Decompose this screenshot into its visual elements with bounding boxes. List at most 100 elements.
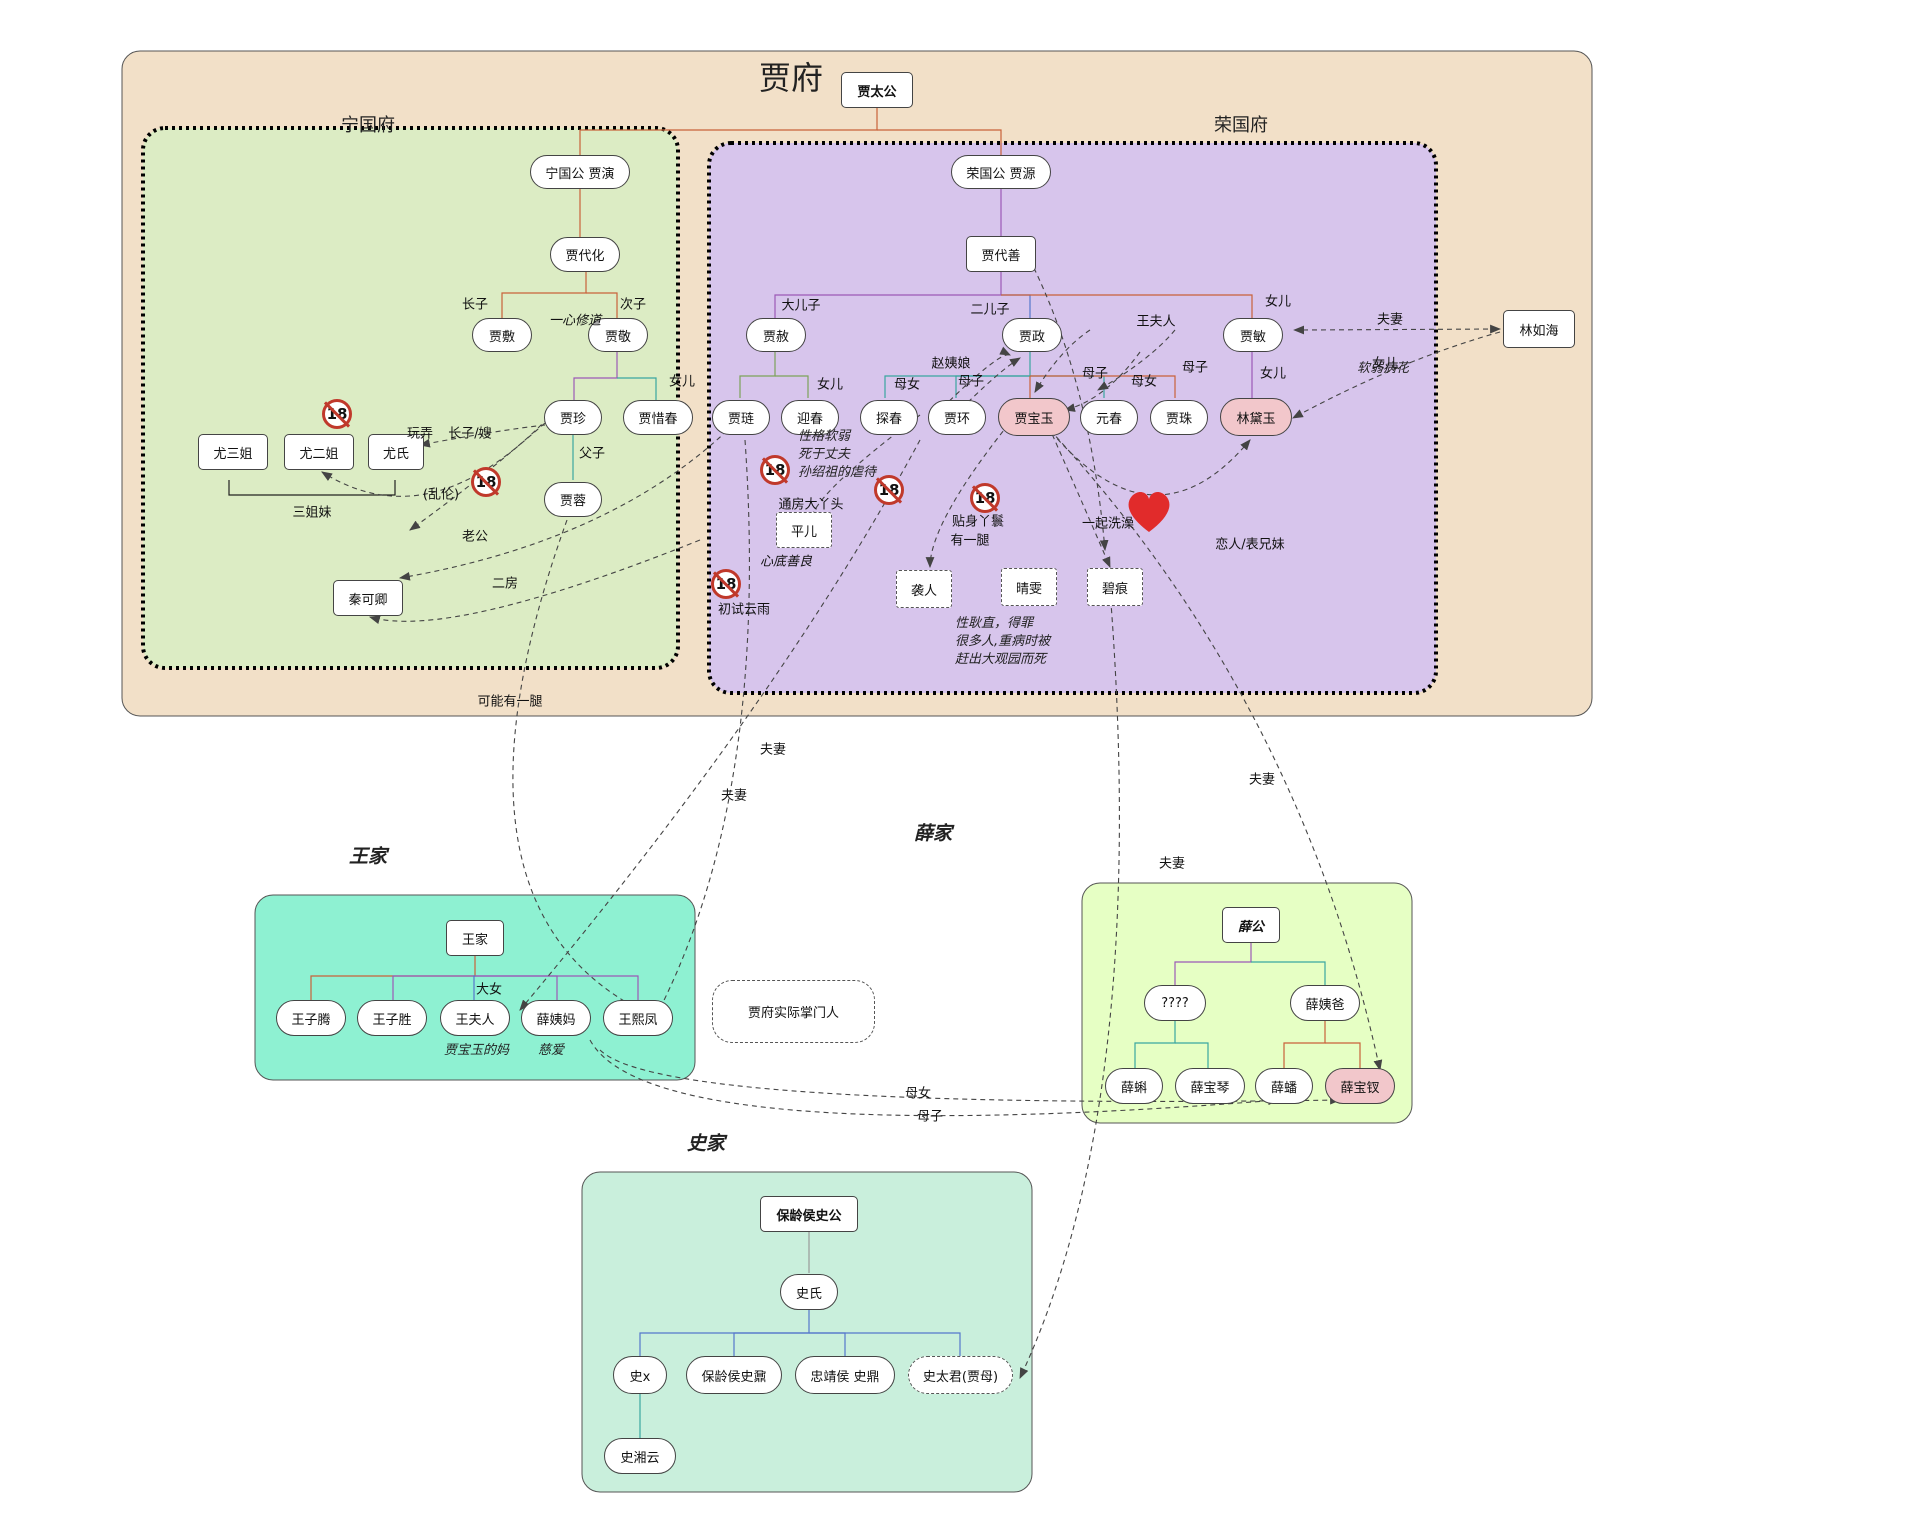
node-xuepan[interactable]: 薛蟠 <box>1255 1068 1313 1104</box>
tree-connector <box>639 1310 810 1356</box>
node-tanchun[interactable]: 探春 <box>860 400 918 435</box>
node-wangziteng[interactable]: 王子腾 <box>276 1000 346 1036</box>
node-shiding[interactable]: 忠靖侯 史鼎 <box>795 1356 895 1394</box>
node-jiataigong[interactable]: 贾太公 <box>841 72 913 108</box>
node-youerjie[interactable]: 尤二姐 <box>284 434 354 470</box>
node-jiamin[interactable]: 贾敏 <box>1223 318 1283 352</box>
note-line: 性耿直，得罪 <box>955 616 1034 631</box>
node-qingwen[interactable]: 晴雯 <box>1001 568 1057 606</box>
adult-18-icon: 18 <box>760 455 790 485</box>
node-yuanchun[interactable]: 元春 <box>1080 400 1138 435</box>
edge-label-tieshen: 贴身丫鬟 <box>951 514 1005 530</box>
node-jiaxichun[interactable]: 贾惜春 <box>623 400 693 435</box>
node-daiyu[interactable]: 林黛玉 <box>1220 398 1292 436</box>
node-rongguogong[interactable]: 荣国公 贾源 <box>951 155 1051 189</box>
group-shi-box <box>581 1171 1033 1493</box>
note-qingwen_note: 性耿直，得罪很多人,重病时被赶出大观园而死 <box>955 615 1050 669</box>
node-bihen[interactable]: 碧痕 <box>1087 568 1143 606</box>
adult-18-icon: 18 <box>322 399 352 429</box>
relation-arrow <box>398 417 741 581</box>
node-jiadaishan[interactable]: 贾代善 <box>966 236 1036 272</box>
tree-connector <box>775 375 809 398</box>
node-jiarong[interactable]: 贾蓉 <box>544 482 602 517</box>
node-jiadaihua[interactable]: 贾代化 <box>550 237 620 272</box>
tree-connector <box>809 1332 961 1356</box>
group-xue-box <box>1081 882 1413 1124</box>
adult-18-icon: 18 <box>471 467 501 497</box>
edge-label-yixinxiudao: 一心修道 <box>548 313 602 329</box>
tree-connector <box>617 377 657 400</box>
group-ningguo-box <box>141 126 680 670</box>
edge-label-dapaoerzi: 大儿子 <box>781 298 821 314</box>
node-shishi[interactable]: 史氏 <box>780 1274 838 1310</box>
node-jiajing[interactable]: 贾敬 <box>588 318 648 352</box>
node-xuegong[interactable]: 薛公 <box>1222 907 1280 943</box>
node-jiazhen[interactable]: 贾珍 <box>544 400 602 435</box>
tree-connector <box>475 975 639 1000</box>
node-xuebaoqin[interactable]: 薛宝琴 <box>1175 1068 1245 1104</box>
node-unknown[interactable]: ???? <box>1144 985 1206 1021</box>
node-shitaijun[interactable]: 史太君(贾母) <box>908 1356 1013 1394</box>
node-jiashe[interactable]: 贾赦 <box>746 318 806 352</box>
group-title-rongguo: 荣国府 <box>1214 115 1268 136</box>
node-pinger[interactable]: 平儿 <box>776 512 832 548</box>
node-xueyiba[interactable]: 薛姨爸 <box>1290 985 1360 1021</box>
node-jialian[interactable]: 贾琏 <box>712 400 770 435</box>
edge-label-zhaoyiniang: 赵姨娘 <box>931 356 971 372</box>
edge-label-nuer_jiamin: 女儿 <box>1264 294 1292 310</box>
node-yousanjie[interactable]: 尤三姐 <box>198 434 268 470</box>
node-wangzisheng[interactable]: 王子胜 <box>357 1000 427 1036</box>
edge-label-fuqi_c: 夫妻 <box>1248 772 1276 788</box>
node-xueke[interactable]: 薛蝌 <box>1105 1068 1163 1104</box>
edge-label-xindishanliang: 心底善良 <box>759 554 813 570</box>
node-jiahuan[interactable]: 贾环 <box>928 400 986 435</box>
edge-label-munu2: 母女 <box>1130 374 1158 390</box>
tree-connector <box>1251 961 1326 985</box>
tree-connector <box>586 292 618 318</box>
node-baolinghou[interactable]: 保龄侯史公 <box>760 1196 858 1232</box>
node-xiangyun[interactable]: 史湘云 <box>604 1438 676 1474</box>
edge-label-kenengyouyitui: 可能有一腿 <box>477 694 543 710</box>
edge-label-fuqi_b: 夫妻 <box>720 788 748 804</box>
node-wangfuren[interactable]: 王夫人 <box>440 1000 510 1036</box>
node-shix[interactable]: 史x <box>613 1356 667 1394</box>
tree-connector <box>473 975 475 1000</box>
relation-arrow <box>1034 329 1091 393</box>
tree-connector <box>1001 294 1253 318</box>
edge-label-erfang: 二房 <box>491 576 519 592</box>
relation-arrow <box>409 422 546 531</box>
node-baochai[interactable]: 薛宝钗 <box>1325 1068 1395 1104</box>
tree-connector <box>1030 375 1176 398</box>
tree-connector <box>501 272 587 318</box>
edge-label-chushiyunyu: 初试云雨 <box>717 602 771 618</box>
edge-label-erzi: 二儿子 <box>970 302 1010 318</box>
node-ningguogong[interactable]: 宁国公 贾演 <box>530 155 630 189</box>
relation-arrow <box>519 439 921 1011</box>
node-linruhai[interactable]: 林如海 <box>1503 310 1575 348</box>
node-yingchun[interactable]: 迎春 <box>781 400 839 435</box>
node-youshi[interactable]: 尤氏 <box>368 434 424 470</box>
node-baoyu[interactable]: 贾宝玉 <box>998 398 1070 436</box>
node-jiafu_[interactable]: 贾敷 <box>472 318 532 352</box>
edge-label-fuqi_d: 夫妻 <box>1158 856 1186 872</box>
node-shinai[interactable]: 保龄侯史鼐 <box>686 1356 782 1394</box>
node-jiazhu[interactable]: 贾珠 <box>1150 400 1208 435</box>
node-jiazheng[interactable]: 贾政 <box>1002 318 1062 352</box>
relation-arrow <box>1019 589 1120 1379</box>
node-xiren[interactable]: 袭人 <box>896 570 952 608</box>
relation-arrow <box>321 417 549 497</box>
tree-connector <box>733 1332 809 1356</box>
edge-label-wannong: 玩弄 <box>406 426 434 442</box>
note-wangfuren_note: 贾宝玉的妈 <box>444 1043 510 1058</box>
node-wangxifeng[interactable]: 王熙凤 <box>603 1000 673 1036</box>
edge-label-muzi4: 母子 <box>916 1109 944 1125</box>
edge-label-nuer_dai: 女儿 <box>1259 366 1287 382</box>
node-qinkeqing[interactable]: 秦可卿 <box>333 580 403 616</box>
relation-arrow <box>418 424 546 448</box>
node-xueyima[interactable]: 薛姨妈 <box>521 1000 591 1036</box>
node-wangjia[interactable]: 王家 <box>446 920 504 956</box>
edge-label-muzi1: 母子 <box>957 374 985 390</box>
relation-arrow <box>512 519 641 1011</box>
node-zhangmenren[interactable]: 贾府实际掌门人 <box>712 980 875 1043</box>
